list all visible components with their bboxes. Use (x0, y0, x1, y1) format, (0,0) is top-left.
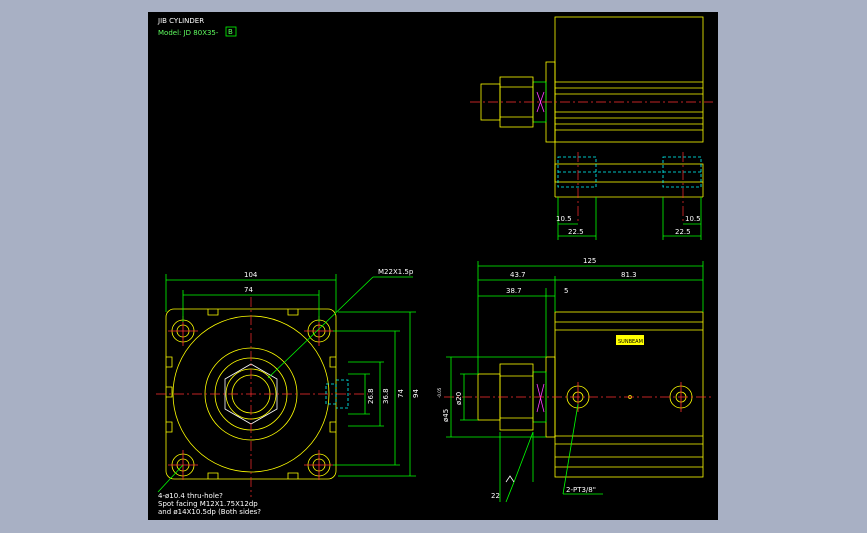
note-line-3: and ø14X10.5dp (Both sides? (158, 508, 261, 516)
dim-side-rod-diameter: ø20 (455, 392, 463, 405)
port-label: 2-PT3/8" (566, 486, 596, 494)
drawing-title: JIB CYLINDER (157, 17, 204, 25)
dim-top-left-width: 22.5 (568, 228, 584, 236)
dim-side-rod-section: 43.7 (510, 271, 526, 279)
nameplate (616, 335, 644, 345)
nameplate-text: SUNBEAM (618, 339, 643, 345)
dim-side-body: 81.3 (621, 271, 637, 279)
dim-side-overall: 125 (583, 257, 596, 265)
note-line-2: Spot facing M12X1.75X12dp (158, 500, 258, 508)
dim-thread: M22X1.5p (378, 268, 414, 276)
dim-front-height-holes: 74 (397, 389, 405, 398)
top-view: 10.5 22.5 10.5 22.5 (470, 16, 713, 240)
dim-top-left-offset: 10.5 (556, 215, 572, 223)
model-label: Model: JD 80X35- (158, 29, 219, 37)
model-suffix: B (228, 28, 233, 36)
dim-front-inner-b: 26.8 (367, 388, 375, 404)
model-suffix-box (225, 26, 237, 37)
top-view-body (554, 16, 704, 143)
note-line-1: 4-ø10.4 thru-hole? (158, 492, 223, 500)
dim-top-right-offset: 10.5 (685, 215, 701, 223)
dim-side-flange: 5 (564, 287, 568, 295)
front-view: 104 74 M22X1.5p 94 74 36.8 26.8 4-ø10.4 … (156, 268, 420, 516)
dim-side-wrench: 22 (491, 492, 500, 500)
side-view: SUNBEAM 125 43.7 81.3 38.7 5 ø45 -0.05 ø… (437, 257, 713, 503)
dim-front-width-holes: 74 (244, 286, 253, 294)
cad-drawing: JIB CYLINDER Model: JD 80X35- B (156, 16, 713, 516)
dim-front-width-overall: 104 (244, 271, 258, 279)
cad-drawing-canvas: JIB CYLINDER Model: JD 80X35- B (148, 12, 718, 520)
dim-side-bore: ø45 (442, 409, 450, 422)
dim-front-inner-a: 36.8 (382, 388, 390, 404)
dim-top-right-width: 22.5 (675, 228, 691, 236)
dim-front-height-overall: 94 (412, 389, 420, 398)
dim-side-rod-length: 38.7 (506, 287, 522, 295)
dim-side-tolerance: -0.05 (437, 387, 442, 398)
